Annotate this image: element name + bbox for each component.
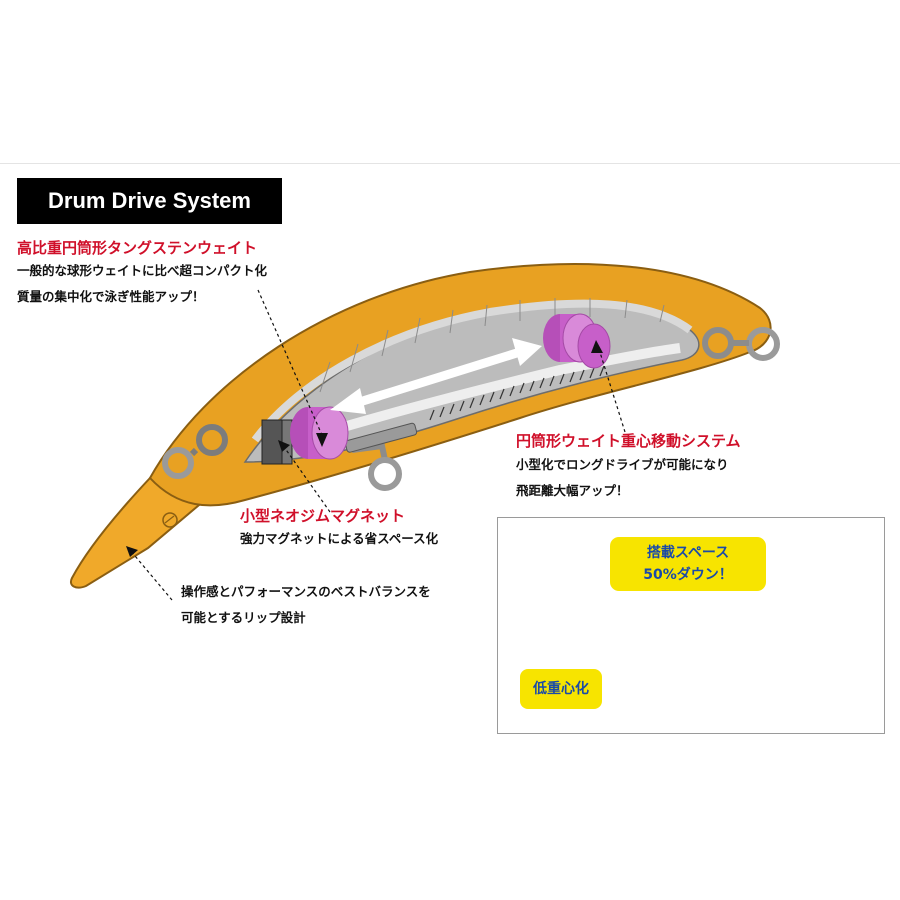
space-badge-line-2: 50%ダウン！ bbox=[643, 567, 733, 583]
magnet-block bbox=[261, 419, 293, 465]
space-reduction-badge: 搭載スペース 50%ダウン！ bbox=[610, 537, 766, 591]
tungsten-desc-line-1: 一般的な球形ウェイトに比べ超コンパクト化 bbox=[17, 263, 268, 278]
tungsten-heading: 高比重円筒形タングステンウェイト bbox=[17, 239, 258, 257]
leader-tungsten bbox=[257, 289, 323, 436]
page-title: Drum Drive System bbox=[17, 178, 282, 224]
magnet-desc-line-1: 強力マグネットによる省スペース化 bbox=[240, 531, 439, 546]
weight-transfer-desc-line-2: 飛距離大幅アップ！ bbox=[516, 483, 629, 498]
weight-travel-arrow bbox=[330, 338, 542, 414]
lure-lip bbox=[70, 476, 207, 589]
magnet-heading: 小型ネオジムマグネット bbox=[240, 507, 406, 525]
leader-magnet bbox=[281, 443, 331, 513]
line-tie-eyelet bbox=[162, 424, 228, 479]
weight-transfer-desc-line-1: 小型化でロングドライブが可能になり bbox=[516, 457, 729, 472]
tail-eyelet bbox=[702, 327, 780, 361]
lip-desc-line-1: 操作感とパフォーマンスのベストバランスを bbox=[181, 584, 431, 599]
lip-desc-line-2: 可能とするリップ設計 bbox=[181, 610, 306, 625]
top-divider bbox=[0, 163, 900, 164]
tungsten-desc-line-2: 質量の集中化で泳ぎ性能アップ！ bbox=[17, 289, 205, 304]
space-badge-line-1: 搭載スペース bbox=[646, 545, 730, 561]
weight-transfer-heading: 円筒形ウェイト重心移動システム bbox=[516, 432, 741, 450]
leader-lip bbox=[129, 549, 173, 601]
low-cg-badge: 低重心化 bbox=[520, 669, 602, 709]
